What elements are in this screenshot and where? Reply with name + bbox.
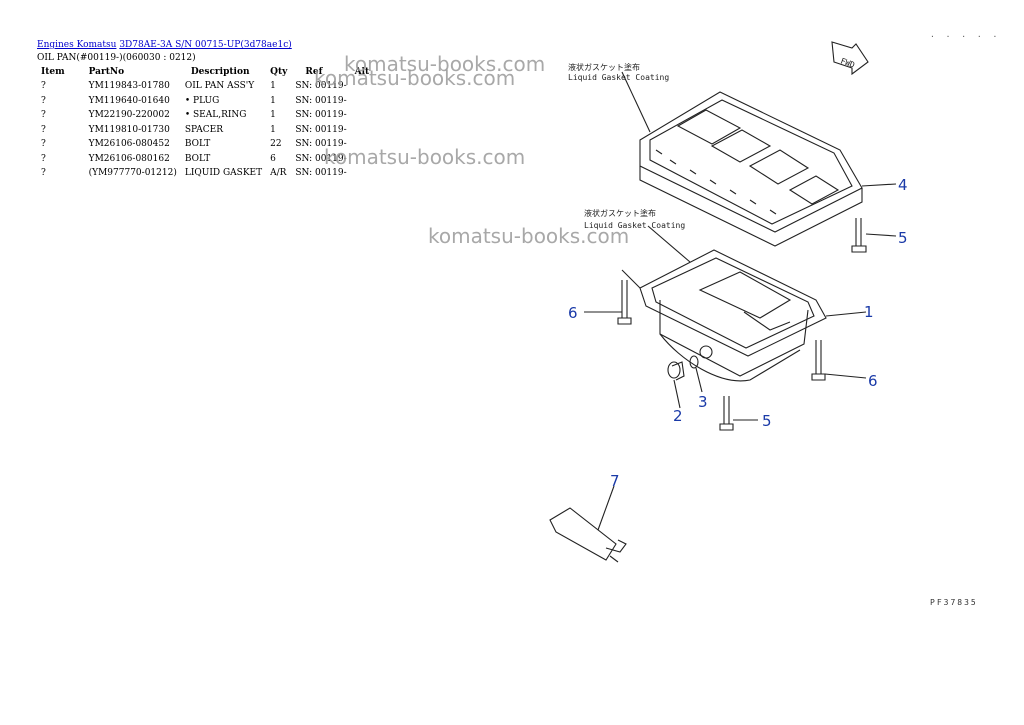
cell-item: ? [41, 124, 46, 135]
oil-pan [639, 249, 827, 382]
cell-partno: YM119640-01640 [88, 95, 170, 106]
breadcrumb: Engines Komatsu 3D78AE-3A S/N 00715-UP(3… [37, 40, 292, 50]
cell-description: • PLUG [184, 95, 220, 106]
table-row: ? YM26106-080162 BOLT 6 SN: 00119- [37, 152, 373, 167]
cell-qty: 1 [270, 124, 276, 135]
cell-description: OIL PAN ASS'Y [184, 81, 255, 92]
callout-5: 5 [898, 229, 908, 247]
cell-description: BOLT [184, 139, 211, 150]
watermark: komatsu-books.com [324, 145, 526, 169]
page-title: OIL PAN(#00119-)(060030 : 0212) [37, 53, 196, 63]
cell-description: BOLT [184, 153, 211, 164]
cell-item: ? [41, 95, 46, 106]
cell-description: SPACER [184, 124, 223, 135]
bolt-icon [719, 396, 758, 431]
cell-qty: 1 [270, 95, 276, 106]
cell-qty: 6 [270, 153, 276, 164]
breadcrumb-link-engines[interactable]: Engines Komatsu [37, 40, 117, 50]
cell-qty: 1 [270, 81, 276, 92]
cell-description: LIQUID GASKET [184, 168, 263, 179]
callout-7: 7 [610, 472, 620, 490]
top-marks: · · · · · [930, 32, 1001, 41]
watermark: komatsu-books.com [314, 66, 516, 90]
watermark: komatsu-books.com [344, 52, 546, 76]
table-header-row: Item PartNo Description Qty Ref Alt [37, 65, 373, 79]
cell-ref: SN: 00119- [295, 153, 347, 164]
cell-partno: YM119843-01780 [88, 81, 170, 92]
callout-4: 4 [898, 176, 908, 194]
callout-6: 6 [868, 372, 878, 390]
breadcrumb-link-model[interactable]: 3D78AE-3A S/N 00715-UP(3d78ae1c) [119, 40, 292, 50]
callout-6: 6 [568, 304, 578, 322]
cell-item: ? [41, 153, 46, 164]
col-header-partno: PartNo [88, 67, 125, 77]
cell-item: ? [41, 110, 46, 121]
bolt-icon [584, 269, 641, 325]
bolt-icon [851, 218, 897, 253]
cell-ref: SN: 00119- [295, 168, 347, 179]
col-header-qty: Qty [270, 67, 288, 77]
cell-item: ? [41, 168, 46, 179]
cell-qty: 1 [270, 110, 276, 121]
cell-partno: YM22190-220002 [88, 110, 170, 121]
col-header-description: Description [190, 67, 250, 77]
col-header-ref: Ref [305, 67, 323, 77]
table-row: ? YM119843-01780 OIL PAN ASS'Y 1 SN: 00119- [37, 79, 373, 94]
parts-table: Item PartNo Description Qty Ref Alt ? YM1… [37, 65, 373, 181]
cell-qty: A/R [270, 168, 287, 179]
fwd-arrow-icon: FWD [831, 41, 869, 76]
bolt-icon [811, 340, 867, 381]
table-row: ? YM26106-080452 BOLT 22 SN: 00119- [37, 137, 373, 152]
liquid-gasket-tube-icon [549, 485, 627, 563]
cell-ref: SN: 00119- [295, 110, 347, 121]
annotation-jp-lower: 液状ガスケット塗布 [584, 208, 656, 218]
cell-partno: (YM977770-01212) [88, 168, 177, 179]
callout-1: 1 [864, 303, 874, 321]
cell-description: • SEAL,RING [184, 110, 247, 121]
table-row: ? YM119640-01640 • PLUG 1 SN: 00119- [37, 94, 373, 109]
col-header-alt: Alt [354, 67, 370, 77]
upper-flange [639, 91, 863, 247]
cell-ref: SN: 00119- [295, 139, 347, 150]
plug-icon [667, 361, 685, 409]
cell-item: ? [41, 81, 46, 92]
callout-2: 2 [673, 407, 683, 425]
annotation-en-upper: Liquid Gasket Coating [568, 73, 669, 82]
cell-item: ? [41, 139, 46, 150]
annotation-en-lower: Liquid Gasket Coating [584, 221, 685, 230]
table-row: ? YM22190-220002 • SEAL,RING 1 SN: 00119- [37, 108, 373, 123]
cell-partno: YM26106-080162 [88, 153, 170, 164]
cell-ref: SN: 00119- [295, 81, 347, 92]
watermark: komatsu-books.com [428, 224, 630, 248]
callout-5: 5 [762, 412, 772, 430]
annotation-jp-upper: 液状ガスケット塗布 [568, 62, 640, 72]
cell-partno: YM26106-080452 [88, 139, 170, 150]
cell-partno: YM119810-01730 [88, 124, 170, 135]
callout-3: 3 [698, 393, 708, 411]
table-row: ? (YM977770-01212) LIQUID GASKET A/R SN: 001… [37, 166, 373, 181]
fwd-label: FWD [839, 56, 856, 69]
drawing-code: PF37835 [930, 598, 978, 607]
table-row: ? YM119810-01730 SPACER 1 SN: 00119- [37, 123, 373, 138]
cell-ref: SN: 00119- [295, 124, 347, 135]
cell-ref: SN: 00119- [295, 95, 347, 106]
col-header-item: Item [41, 67, 65, 77]
cell-qty: 22 [270, 139, 282, 150]
seal-ring-icon [689, 355, 703, 393]
